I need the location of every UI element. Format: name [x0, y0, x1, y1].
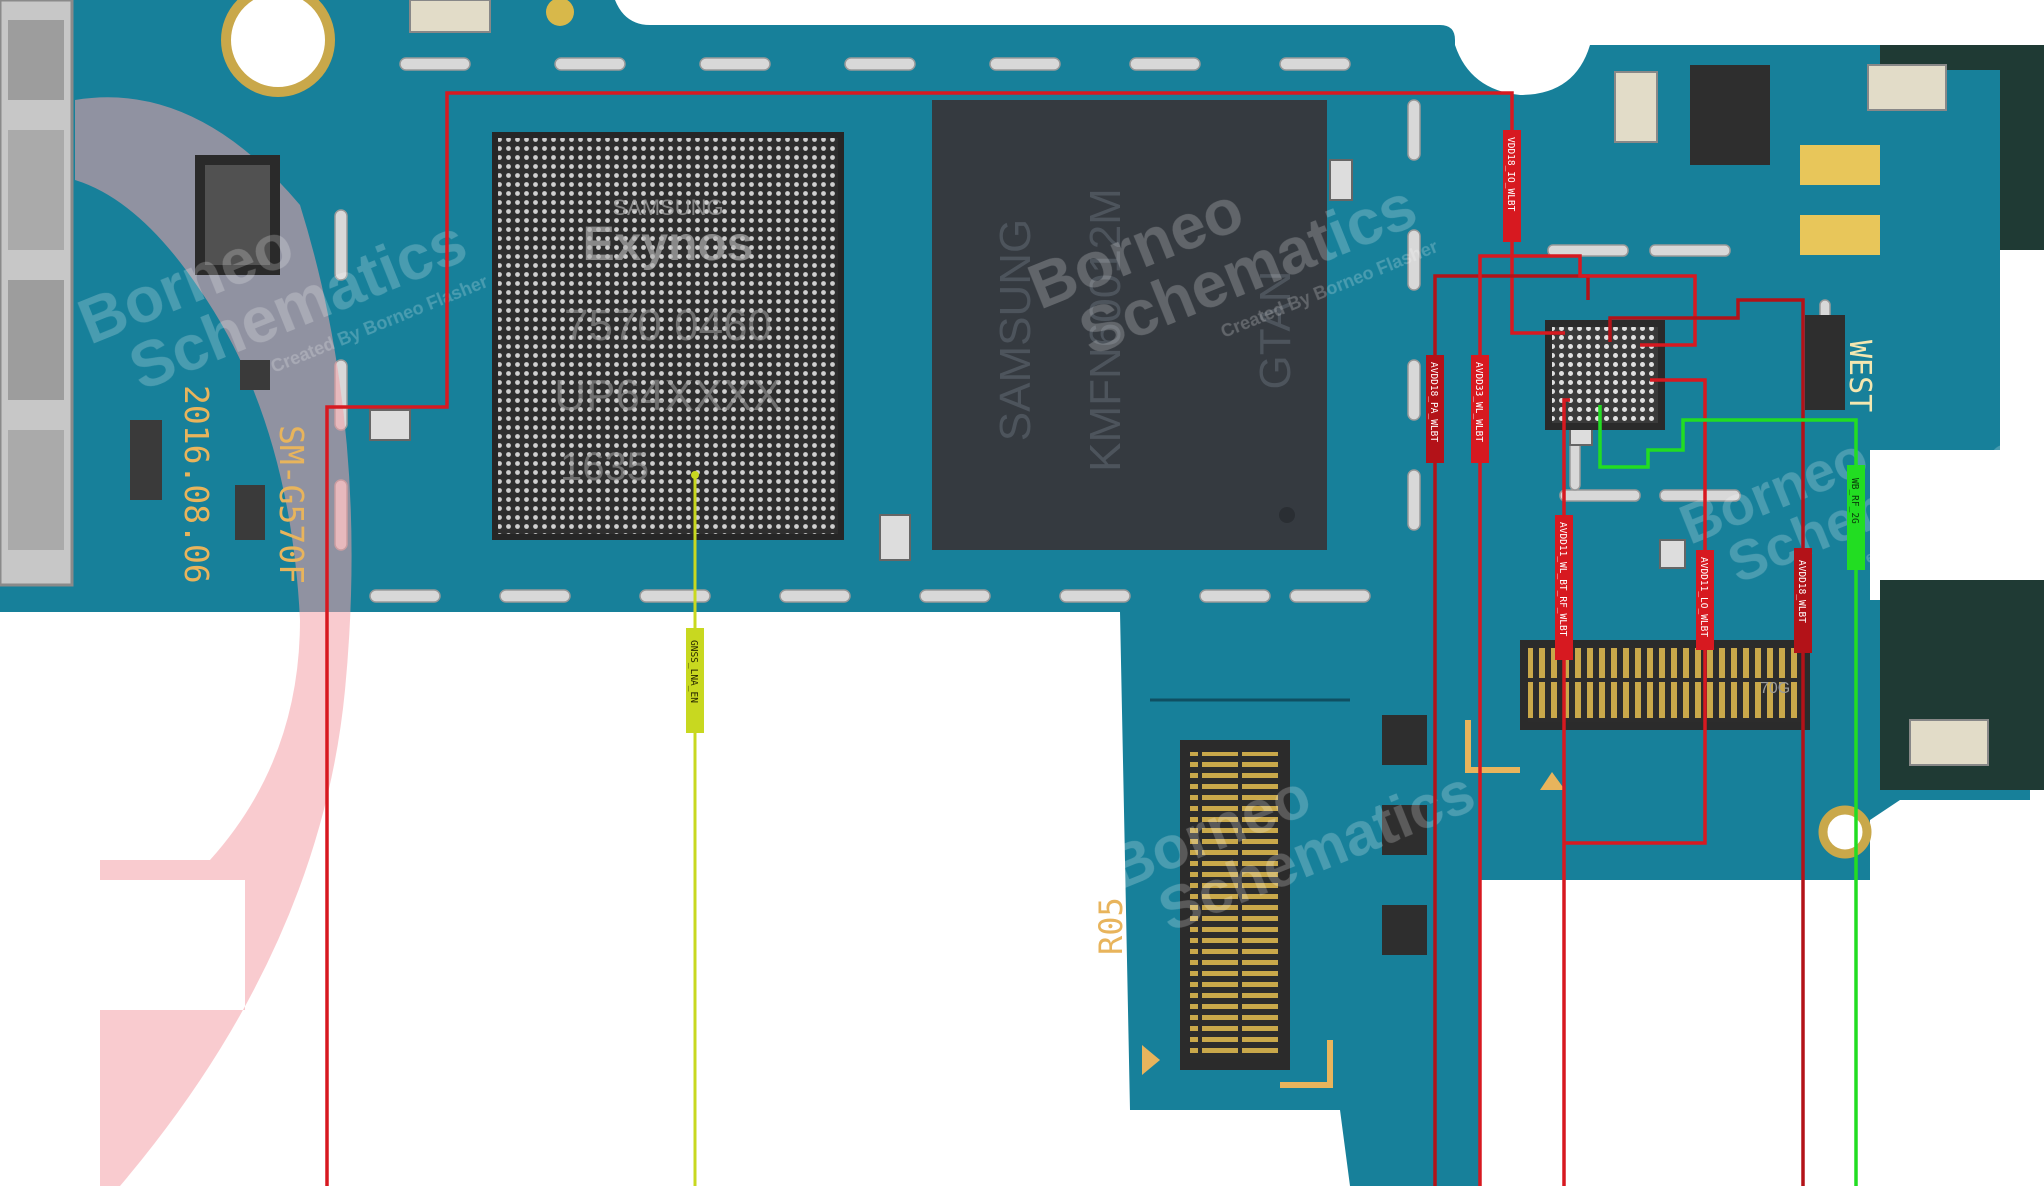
date-label: 2016.08.06 — [177, 385, 216, 584]
svg-text:GNSS_LNA_EN: GNSS_LNA_EN — [688, 640, 699, 703]
connector-code: 70G — [1760, 680, 1790, 697]
card-slot-frame — [0, 0, 74, 587]
tag-avdd33-wl: AVDD33_WL_WLBT — [1471, 355, 1489, 463]
trace-avdd33-wl — [1478, 254, 1697, 1186]
watermark-logo — [75, 97, 352, 1186]
soc-line2: Exynos — [583, 218, 754, 271]
signal-tags: VDD18_IO_WLBT AVDD18_PA_WLBT AVDD33_WL_W… — [686, 130, 1865, 733]
tag-avdd11-rf: AVDD11_WL_BT_RF_WLBT — [1555, 515, 1573, 660]
memory-line1: SAMSUNG — [991, 219, 1040, 441]
soc-line5: 1635 — [560, 445, 649, 489]
trace-vdd18-io — [325, 91, 1565, 1186]
trace-avdd18-pa — [1433, 274, 1590, 1186]
shield-pads — [334, 57, 1831, 603]
svg-text:AVDD11_WL_BT_RF_WLBT: AVDD11_WL_BT_RF_WLBT — [1557, 522, 1568, 637]
svg-text:AVDD11_LO_WLBT: AVDD11_LO_WLBT — [1698, 557, 1709, 637]
tag-wb-rf-2g: WB_RF_2G — [1847, 465, 1865, 570]
model-label: SM-G570F — [272, 425, 311, 584]
svg-text:AVDD18_PA_WLBT: AVDD18_PA_WLBT — [1428, 362, 1439, 442]
svg-text:AVDD33_WL_WLBT: AVDD33_WL_WLBT — [1473, 362, 1484, 442]
svg-text:WB_RF_2G: WB_RF_2G — [1849, 478, 1860, 524]
soc-line4: UP64XXXX — [554, 371, 781, 420]
soc-chip: SAMSUNG Exynos 7570 0460 UP64XXXX 1635 — [492, 132, 844, 540]
trace-avdd18 — [1608, 298, 1805, 1186]
tag-avdd18-pa: AVDD18_PA_WLBT — [1426, 355, 1444, 463]
tag-vdd18-io: VDD18_IO_WLBT — [1503, 130, 1521, 242]
svg-text:AVDD18_WLBT: AVDD18_WLBT — [1796, 560, 1807, 623]
memory-chip: SAMSUNG KMFN60012M GTAN — [932, 100, 1327, 550]
memory-line2: KMFN60012M — [1081, 188, 1130, 472]
tag-gnss-lna: GNSS_LNA_EN — [686, 628, 704, 733]
tag-avdd11-lo: AVDD11_LO_WLBT — [1696, 550, 1714, 650]
memory-line3: GTAN — [1251, 271, 1300, 390]
trace-wb-rf-2g — [1598, 405, 1858, 1186]
ref-r05-label: R05 — [1092, 897, 1130, 955]
svg-text:VDD18_IO_WLBT: VDD18_IO_WLBT — [1505, 137, 1516, 212]
silkscreen: SM-G570F 2016.08.06 R05 WEST — [177, 340, 1877, 1088]
trace-avdd11-rf — [1562, 398, 1570, 1186]
soc-line1: SAMSUNG — [612, 195, 723, 220]
soc-line3: 7570 0460 — [564, 301, 772, 350]
tag-avdd18: AVDD18_WLBT — [1794, 548, 1812, 653]
side-label: WEST — [1842, 340, 1877, 412]
side-connector — [1150, 698, 1350, 1070]
smd-components — [130, 0, 1989, 955]
